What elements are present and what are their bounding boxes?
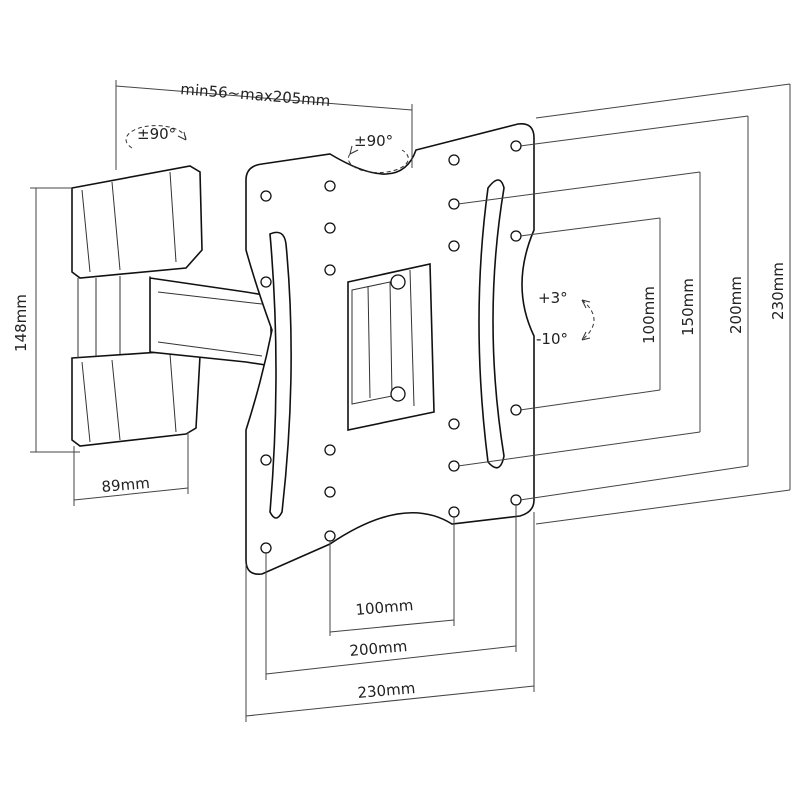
dimension-lines xyxy=(30,80,791,722)
tilt-icon xyxy=(581,299,595,341)
vertical-230-label: 230mm xyxy=(769,262,787,320)
swivel-right-label: ±90° xyxy=(354,132,393,150)
swivel-left-label: ±90° xyxy=(137,125,176,143)
wall-plate xyxy=(71,165,203,447)
tilt-up-label: +3° xyxy=(538,289,568,307)
swivel-right-icon xyxy=(347,145,409,174)
width-89-label: 89mm xyxy=(101,474,151,496)
swivel-left-icon xyxy=(125,125,187,149)
arm-extension-label: min56~max205mm xyxy=(180,80,331,110)
vertical-100-label: 100mm xyxy=(640,286,658,344)
horizontal-100-label: 100mm xyxy=(355,596,414,619)
swivel-arm xyxy=(149,277,273,367)
vesa-plate xyxy=(245,122,535,576)
tilt-down-label: -10° xyxy=(536,330,568,348)
horizontal-200-label: 200mm xyxy=(349,637,408,660)
height-148-label: 148mm xyxy=(12,294,30,352)
vertical-200-label: 200mm xyxy=(727,276,745,334)
vertical-150-label: 150mm xyxy=(679,278,697,336)
horizontal-230-label: 230mm xyxy=(357,679,416,702)
